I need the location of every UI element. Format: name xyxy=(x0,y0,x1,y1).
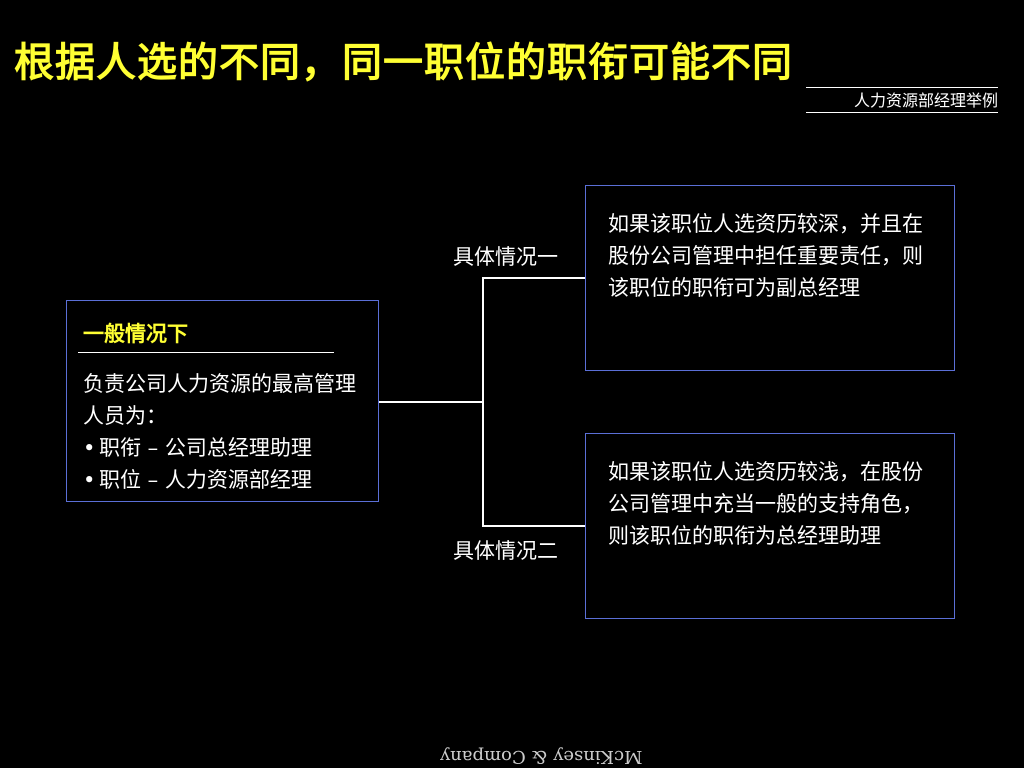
connector-branch-bottom xyxy=(482,525,585,527)
general-case-intro: 负责公司人力资源的最高管理人员为： xyxy=(83,372,356,428)
bullet-marker: • xyxy=(83,436,96,460)
case-box-2 xyxy=(585,433,955,619)
bullet-text: 职衔 – 公司总经理助理 xyxy=(99,436,312,460)
general-case-heading: 一般情况下 xyxy=(83,322,188,346)
case-label-1: 具体情况一 xyxy=(453,245,558,269)
slide-title: 根据人选的不同，同一职位的职衔可能不同 xyxy=(14,40,793,86)
heading-divider xyxy=(78,352,334,353)
bullet-marker: • xyxy=(83,468,96,492)
footer-brand: McKinsey & Company xyxy=(440,746,643,767)
case-label-2: 具体情况二 xyxy=(453,539,558,563)
case-box-1 xyxy=(585,185,955,371)
connector-horizontal-main xyxy=(379,401,483,403)
bullet-item-title: • 职衔 – 公司总经理助理 xyxy=(83,432,358,464)
general-case-box xyxy=(66,300,379,502)
connector-vertical xyxy=(482,277,484,526)
case-text-1: 如果该职位人选资历较深，并且在股份公司管理中担任重要责任，则该职位的职衔可为副总… xyxy=(608,212,923,300)
slide-subtitle: 人力资源部经理举例 xyxy=(806,87,998,113)
case-text-2: 如果该职位人选资历较浅，在股份公司管理中充当一般的支持角色，则该职位的职衔为总经… xyxy=(608,460,923,548)
general-case-body: 负责公司人力资源的最高管理人员为： • 职衔 – 公司总经理助理 • 职位 – … xyxy=(83,368,358,496)
connector-branch-top xyxy=(482,277,585,279)
bullet-item-position: • 职位 – 人力资源部经理 xyxy=(83,464,358,496)
bullet-text: 职位 – 人力资源部经理 xyxy=(99,468,312,492)
